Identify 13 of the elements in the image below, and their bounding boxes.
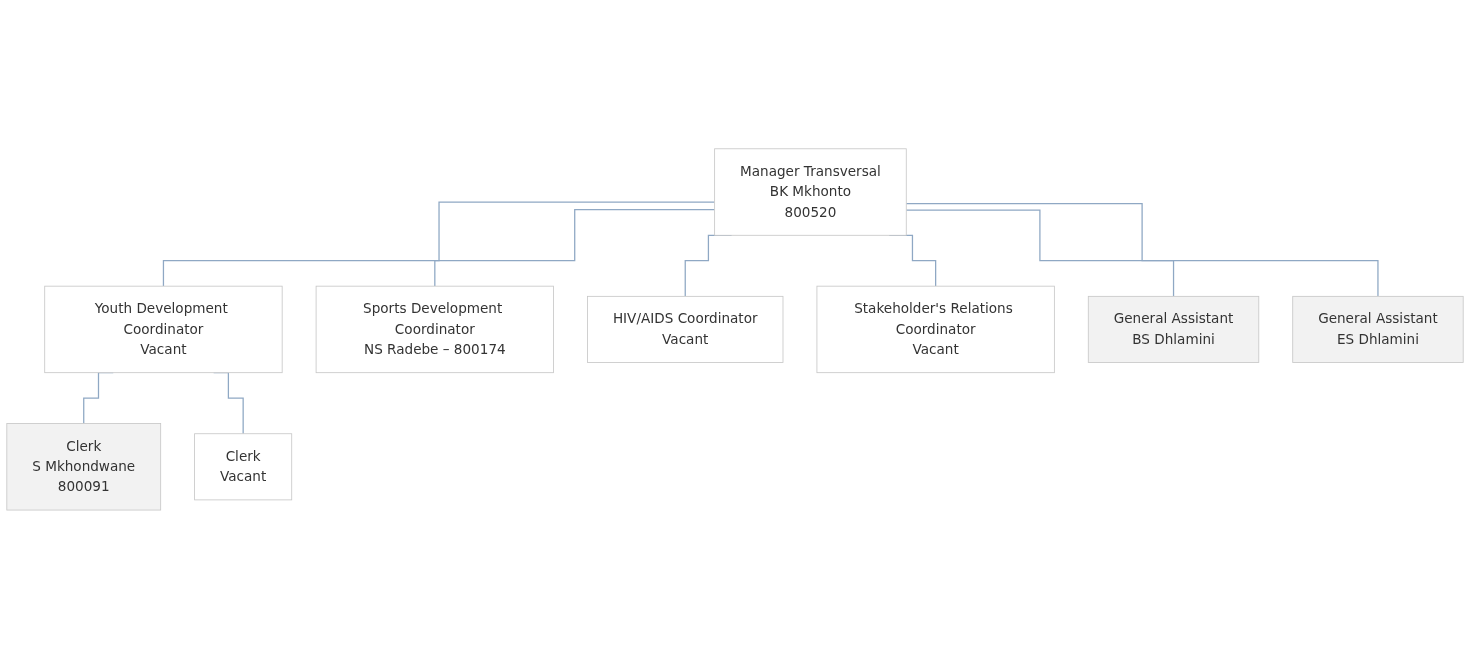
node-box: Sports Development Coordinator NS Radebe – 800174: [315, 285, 554, 374]
connector: [905, 203, 1379, 298]
node-box: Clerk Vacant: [194, 433, 293, 501]
node-box: HIV/AIDS Coordinator Vacant: [587, 296, 784, 363]
connector: [162, 201, 716, 287]
node-box: Youth Development Coordinator Vacant: [44, 285, 283, 374]
connector: [434, 209, 716, 287]
node-box: General Assistant BS Dhlamini: [1087, 296, 1260, 363]
node-box: Stakeholder's Relations Coordinator Vacant: [816, 285, 1055, 374]
node-box: Manager Transversal BK Mkhonto 800520: [714, 148, 907, 236]
node-box: Clerk S Mkhondwane 800091: [6, 423, 162, 511]
connector: [905, 209, 1175, 298]
node-box: General Assistant ES Dhlamini: [1292, 296, 1464, 363]
